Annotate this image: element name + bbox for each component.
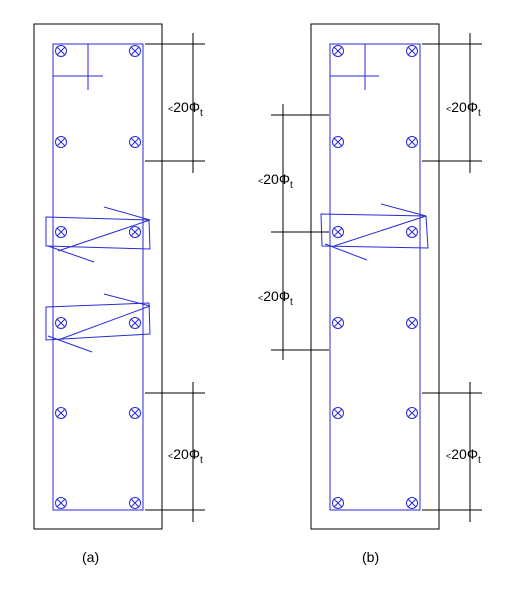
tie-mark-a xyxy=(53,44,103,90)
rebars-b xyxy=(332,45,418,509)
rebar-b-right-3 xyxy=(406,317,418,329)
rebar-b-left-2 xyxy=(332,226,344,238)
rebar-b-right-1 xyxy=(406,136,418,148)
dimension-label-b-right-top: <20Φt xyxy=(446,99,481,119)
panel-caption-a: (a) xyxy=(82,549,99,565)
rebar-a-right-4 xyxy=(129,407,141,419)
rebar-b-left-0 xyxy=(332,45,344,57)
lap-splice-a-1 xyxy=(45,206,151,263)
rebar-a-right-0 xyxy=(129,45,141,57)
rebar-b-right-2 xyxy=(406,226,418,238)
dimension-lines-a xyxy=(145,33,205,522)
column-outline-b xyxy=(310,23,440,530)
rebar-b-right-0 xyxy=(406,45,418,57)
dimension-label-b-left-bottom: <20Φt xyxy=(258,288,293,308)
panel-a: <20Φt <20Φt (a) xyxy=(33,23,205,565)
rebar-a-left-0 xyxy=(55,45,67,57)
column-outline-a xyxy=(33,23,163,530)
rebar-a-right-5 xyxy=(129,497,141,509)
lap-splice-b xyxy=(320,203,429,261)
rebar-b-right-4 xyxy=(406,407,418,419)
dimension-label-a-top: <20Φt xyxy=(168,99,203,119)
rebar-b-left-5 xyxy=(332,497,344,509)
stirrup-b xyxy=(329,43,421,511)
dimension-label-b-left-top: <20Φt xyxy=(258,171,293,191)
stirrup-a xyxy=(52,43,144,511)
dimension-lines-b-right xyxy=(422,33,482,522)
rebar-a-left-1 xyxy=(55,136,67,148)
rebar-b-left-4 xyxy=(332,407,344,419)
dimension-lines-b-left xyxy=(271,104,329,360)
rebar-b-left-3 xyxy=(332,317,344,329)
rebar-a-left-3 xyxy=(55,317,67,329)
rebar-a-left-4 xyxy=(55,407,67,419)
rebar-a-right-3 xyxy=(129,317,141,329)
rebar-a-right-1 xyxy=(129,136,141,148)
dimension-label-b-right-bottom: <20Φt xyxy=(446,446,481,466)
rebar-a-right-2 xyxy=(129,226,141,238)
dimension-label-a-bottom: <20Φt xyxy=(168,446,203,466)
lap-splice-a-2 xyxy=(45,293,151,353)
panel-b: <20Φt <20Φt <20Φt <20Φt (b) xyxy=(258,23,482,565)
rebar-a-left-2 xyxy=(55,226,67,238)
rebars-a xyxy=(55,45,141,509)
rebar-b-right-5 xyxy=(406,497,418,509)
rebar-b-left-1 xyxy=(332,136,344,148)
tie-mark-b xyxy=(330,44,379,90)
panel-caption-b: (b) xyxy=(362,549,379,565)
rebar-a-left-5 xyxy=(55,497,67,509)
